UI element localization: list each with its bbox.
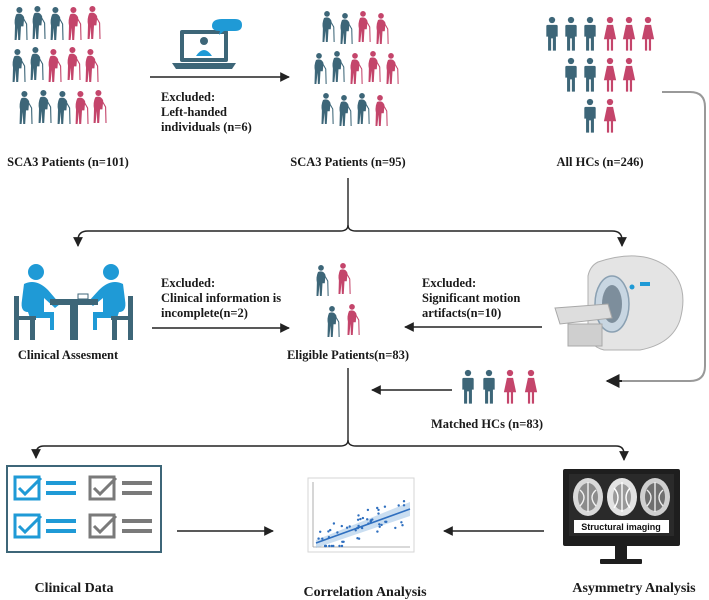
scatter-point (371, 518, 374, 521)
checklist-icon (6, 465, 162, 553)
scatter-point (369, 520, 373, 524)
scatter-point (357, 524, 360, 528)
laptop-doctor-icon (172, 19, 242, 69)
correlation-analysis-label: Correlation Analysis (303, 585, 427, 600)
brain-monitor-icon: Structural imaging (563, 469, 680, 564)
scatter-point (366, 508, 370, 512)
scatter-point (336, 531, 339, 534)
svg-text:individuals (n=6): individuals (n=6) (161, 120, 252, 134)
consultation-icon (14, 264, 133, 340)
scatter-point (327, 530, 330, 533)
sca3-filtered-crowd (313, 10, 399, 127)
scatter-point (317, 537, 320, 540)
scatter-point (400, 521, 403, 524)
scatter-point (367, 522, 370, 525)
sca3-initial-label: SCA3 Patients (n=101) (7, 155, 129, 169)
matched-hcs-group (462, 369, 538, 404)
eligible-patients-group (315, 262, 360, 338)
scatter-point (357, 514, 360, 517)
scatter-point (329, 528, 332, 532)
scatter-point (377, 508, 380, 512)
svg-text:artifacts(n=10): artifacts(n=10) (422, 306, 501, 320)
scatter-point (366, 518, 369, 521)
scatter-point (397, 504, 400, 507)
exclusion-motion-artifacts: Excluded: Significant motion artifacts(n… (422, 276, 520, 320)
scatter-point (377, 512, 380, 515)
brain-slice (640, 478, 670, 516)
scatter-point (360, 526, 364, 530)
scatter-point (319, 530, 322, 533)
scatter-point (376, 530, 379, 533)
mri-scanner-icon (554, 255, 684, 351)
scatter-point (328, 544, 331, 548)
asymmetry-analysis-label: Asymmetry Analysis (572, 581, 696, 596)
scatter-point (338, 544, 341, 548)
scatter-point (321, 537, 324, 540)
exclusion-left-handed: Excluded: Left-handed individuals (n=6) (161, 90, 252, 134)
brain-slice (607, 478, 637, 516)
scatter-point (345, 526, 349, 529)
sca3-initial-crowd (12, 5, 107, 125)
clinical-data-label: Clinical Data (35, 581, 114, 596)
scatter-point (402, 500, 406, 503)
monitor-caption: Structural imaging (581, 522, 661, 532)
svg-text:incomplete(n=2): incomplete(n=2) (161, 306, 248, 320)
svg-text:Excluded:: Excluded: (422, 276, 476, 290)
matched-hcs-label: Matched HCs (n=83) (431, 417, 543, 431)
scatter-point (332, 522, 336, 525)
clinical-assessment-label: Clinical Assesment (18, 348, 119, 362)
exclusion-clinical-incomplete: Excluded: Clinical information is incomp… (161, 276, 281, 320)
scatter-point (340, 524, 343, 528)
scatter-point (378, 525, 381, 528)
scatter-point (359, 517, 362, 521)
svg-text:Significant motion: Significant motion (422, 291, 520, 305)
scatter-point (402, 504, 406, 507)
scatter-point (361, 516, 365, 520)
scatter-point (380, 523, 383, 527)
scatter-point (383, 505, 387, 508)
scatter-point (378, 523, 381, 526)
scatter-point (324, 544, 328, 548)
scatter-plot-icon (307, 477, 415, 553)
brain-slice (573, 478, 603, 516)
scatter-point (356, 518, 360, 521)
svg-text:Excluded:: Excluded: (161, 276, 215, 290)
scatter-point (376, 506, 379, 510)
scatter-point (394, 526, 397, 530)
scatter-point (356, 526, 359, 530)
scatter-point (340, 544, 344, 548)
scatter-point (341, 540, 344, 543)
scatter-point (348, 525, 351, 528)
svg-text:Left-handed: Left-handed (161, 105, 227, 119)
scatter-point (330, 544, 333, 548)
scatter-point (384, 520, 387, 523)
svg-text:Clinical information is: Clinical information is (161, 291, 281, 305)
scatter-point (354, 529, 357, 532)
all-hcs-group (546, 16, 655, 133)
eligible-patients-label: Eligible Patients(n=83) (287, 348, 409, 362)
all-hcs-label: All HCs (n=246) (557, 155, 644, 169)
svg-text:Excluded:: Excluded: (161, 90, 215, 104)
scatter-point (357, 537, 361, 540)
sca3-filtered-label: SCA3 Patients (n=95) (290, 155, 405, 169)
scatter-point (401, 524, 404, 527)
scatter-point (327, 536, 331, 539)
